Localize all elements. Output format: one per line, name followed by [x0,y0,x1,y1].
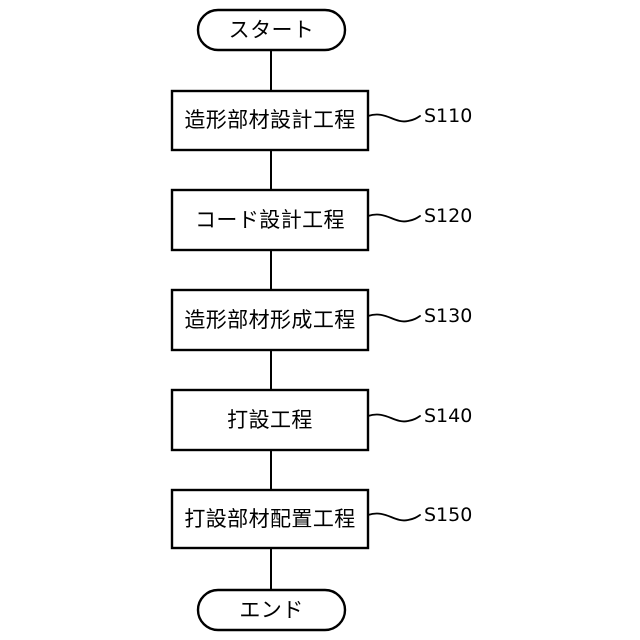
process-box-1-shape [170,89,370,152]
process-box-3-label: 造形部材形成工程 [184,307,356,332]
process-box-5-label: 打設部材配置工程 [184,506,356,531]
process-box-1-label: 造形部材設計工程 [184,108,356,132]
leader-line-3 [367,313,421,323]
start-terminal-label: スタート [228,17,315,42]
process-box-4-shape [170,388,370,452]
leader-line-5 [367,512,421,522]
process-box-4-label: 打設工程 [227,407,313,432]
leader-line-1 [367,113,421,123]
end-terminal-shape [196,588,347,632]
step-reference-s130: S130 [424,305,473,327]
start-terminal-shape [196,8,347,52]
leader-line-group [367,113,421,522]
step-reference-s110: S110 [424,105,473,127]
leader-line-4 [367,413,421,423]
step-reference-s140: S140 [424,405,473,427]
step-reference-s120: S120 [424,205,473,227]
process-box-5-shape [170,488,370,550]
process-box-2-shape [170,188,370,252]
process-box-3-shape [170,288,370,352]
end-terminal-label: エンド [239,597,304,622]
process-box-2-label: コード設計工程 [195,207,345,232]
step-reference-s150: S150 [424,504,473,526]
leader-line-2 [367,213,421,223]
